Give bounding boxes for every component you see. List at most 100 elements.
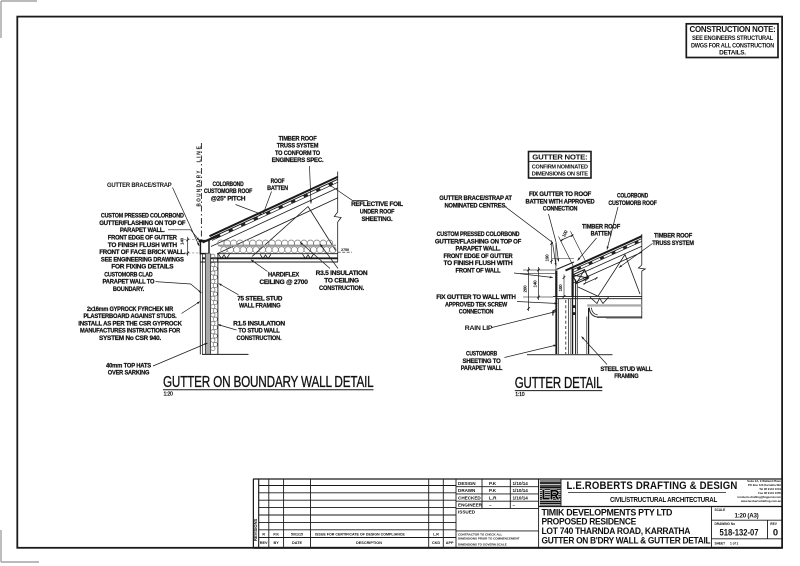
svg-text:GUTTER BRACE/STRAP: GUTTER BRACE/STRAP — [107, 182, 172, 189]
svg-text:GUTTER BRACE/STRAP AT: GUTTER BRACE/STRAP AT — [439, 195, 512, 202]
svg-text:TO FINISH FLUSH WITH: TO FINISH FLUSH WITH — [108, 242, 177, 249]
svg-text:TO CEILING: TO CEILING — [324, 278, 359, 285]
svg-text:GUTTER ON B'DRY WALL & GUTTER: GUTTER ON B'DRY WALL & GUTTER DETAIL — [542, 536, 712, 546]
svg-text:CEILING @ 2700: CEILING @ 2700 — [259, 279, 308, 286]
svg-text:TIMBER ROOF: TIMBER ROOF — [654, 233, 692, 240]
svg-text:R: R — [550, 487, 560, 503]
svg-text:BATTEN: BATTEN — [267, 185, 288, 192]
svg-text:CONTRACTOR TO CHECK ALL: CONTRACTOR TO CHECK ALL — [458, 533, 502, 537]
svg-text:PARAPET WALL.: PARAPET WALL. — [120, 227, 165, 234]
svg-text:200: 200 — [523, 285, 528, 293]
svg-text:L.R: L.R — [433, 532, 439, 536]
svg-text:BATTEN: BATTEN — [591, 231, 612, 238]
svg-text:DWGS FOR ALL CONSTRUCTION: DWGS FOR ALL CONSTRUCTION — [691, 43, 775, 50]
svg-text:SEE ENGINEERS STRUCTURAL: SEE ENGINEERS STRUCTURAL — [692, 35, 773, 42]
svg-text:CUSTOMORB: CUSTOMORB — [466, 351, 497, 358]
svg-text:DATE: DATE — [292, 541, 303, 545]
svg-text:FRONT OF FACE BRICK WALL.: FRONT OF FACE BRICK WALL. — [99, 249, 186, 256]
svg-text:REV: REV — [770, 522, 777, 526]
svg-text:100: 100 — [558, 284, 563, 292]
svg-text:FIX GUTTER TO WALL WITH: FIX GUTTER TO WALL WITH — [436, 294, 516, 301]
svg-text:140: 140 — [179, 237, 184, 245]
svg-text:ENGINEER: ENGINEER — [458, 503, 483, 508]
svg-text:140: 140 — [533, 280, 538, 288]
svg-text:FRONT OF WALL: FRONT OF WALL — [456, 268, 501, 275]
svg-text:RAIN LIP: RAIN LIP — [465, 325, 493, 332]
svg-text:P.K: P.K — [273, 532, 279, 536]
svg-text:FRAMING: FRAMING — [614, 373, 638, 380]
svg-text:@25° PITCH: @25° PITCH — [211, 194, 246, 202]
svg-text:CONFIRM NOMINATED: CONFIRM NOMINATED — [532, 164, 588, 170]
svg-text:–: – — [489, 503, 492, 508]
svg-text:TIMBER ROOF: TIMBER ROOF — [279, 135, 317, 142]
svg-text:CKD: CKD — [432, 541, 440, 545]
svg-text:CONSTRUCTION.: CONSTRUCTION. — [319, 285, 364, 292]
svg-text:40mm TOP HATS: 40mm TOP HATS — [106, 362, 152, 369]
svg-text:Tel 08 9144 1044: Tel 08 9144 1044 — [759, 487, 781, 491]
svg-text:CONNECTION: CONNECTION — [459, 309, 494, 316]
svg-text:DESIGN: DESIGN — [458, 481, 476, 486]
svg-text:WALL FRAMING: WALL FRAMING — [239, 303, 280, 310]
svg-text:PARAPET WALL TO: PARAPET WALL TO — [103, 279, 155, 286]
svg-text:leroberts.drafting@bigpond.com: leroberts.drafting@bigpond.com — [738, 495, 782, 499]
svg-text:1:20 (A3): 1:20 (A3) — [735, 512, 759, 519]
svg-text:–: – — [513, 503, 516, 508]
svg-text:TO CONFORM TO: TO CONFORM TO — [275, 150, 320, 157]
svg-text:PROPOSED RESIDENCE: PROPOSED RESIDENCE — [542, 517, 637, 527]
svg-text:0: 0 — [773, 527, 778, 538]
svg-text:SHEETING TO: SHEETING TO — [463, 358, 501, 365]
svg-text:APP: APP — [446, 541, 454, 545]
svg-text:2x16mm GYPROCK FYRCHEK MR: 2x16mm GYPROCK FYRCHEK MR — [87, 306, 173, 313]
svg-text:1:20: 1:20 — [164, 391, 173, 397]
svg-text:TRUSS SYSTEM: TRUSS SYSTEM — [652, 240, 694, 247]
svg-text:R1.5 INSULATION: R1.5 INSULATION — [233, 320, 285, 327]
svg-text:REV: REV — [260, 541, 268, 545]
svg-text:R3.5 INSULATION: R3.5 INSULATION — [316, 270, 368, 277]
svg-text:FOR FIXING DETAILS: FOR FIXING DETAILS — [111, 264, 174, 271]
svg-text:P.K: P.K — [489, 481, 497, 486]
svg-text:DRAWN: DRAWN — [458, 488, 476, 493]
svg-text:TRUSS SYSTEM: TRUSS SYSTEM — [277, 143, 319, 150]
svg-text:GUTTER/FLASHING ON TOP OF: GUTTER/FLASHING ON TOP OF — [99, 220, 185, 227]
svg-text:SHEETING.: SHEETING. — [361, 216, 392, 223]
svg-text:PO Box 123 Karratha WA: PO Box 123 Karratha WA — [748, 483, 781, 487]
svg-text:ISSUED: ISSUED — [458, 509, 476, 514]
svg-text:BATTEN WITH APPROVED: BATTEN WITH APPROVED — [526, 198, 595, 205]
svg-text:DESCRIPTION: DESCRIPTION — [356, 541, 382, 545]
svg-text:NOMINATED CENTRES.: NOMINATED CENTRES. — [444, 202, 506, 209]
svg-text:ENGINEERS SPEC.: ENGINEERS SPEC. — [272, 157, 324, 164]
svg-text:PARAPET WALL.: PARAPET WALL. — [456, 246, 501, 253]
svg-text:CUSTOMORB ROOF: CUSTOMORB ROOF — [204, 188, 252, 195]
svg-text:1 of 1: 1 of 1 — [730, 542, 739, 546]
svg-text:CONSTRUCTION.: CONSTRUCTION. — [237, 335, 282, 342]
svg-text:UNDER ROOF: UNDER ROOF — [360, 209, 395, 216]
svg-text:DETAILS.: DETAILS. — [719, 50, 746, 57]
svg-text:CUSTOMORB CLAD: CUSTOMORB CLAD — [104, 271, 153, 278]
svg-text:CUSTOMORB ROOF: CUSTOMORB ROOF — [608, 200, 656, 207]
svg-text:150: 150 — [582, 274, 591, 283]
svg-text:1/10/14: 1/10/14 — [513, 495, 529, 500]
svg-text:COLORBOND: COLORBOND — [212, 181, 243, 188]
svg-text:GUTTER ON BOUNDARY WALL DETAIL: GUTTER ON BOUNDARY WALL DETAIL — [163, 374, 374, 391]
svg-text:L: L — [542, 487, 551, 503]
svg-text:518-132-07: 518-132-07 — [720, 527, 759, 538]
svg-text:R: R — [262, 532, 265, 536]
svg-text:INSTALL AS PER THE CSR GYPROCK: INSTALL AS PER THE CSR GYPROCK — [78, 320, 182, 327]
svg-text:APPROVED TEK SCREW: APPROVED TEK SCREW — [445, 301, 508, 308]
svg-text:75 STEEL STUD: 75 STEEL STUD — [237, 295, 282, 302]
svg-text:190: 190 — [544, 254, 549, 262]
svg-text:SCALE: SCALE — [715, 508, 726, 512]
svg-text:L I N E: L I N E — [196, 145, 202, 162]
svg-text:B O U N D A R Y: B O U N D A R Y — [196, 170, 202, 207]
svg-text:CONNECTION: CONNECTION — [543, 206, 578, 213]
svg-text:5/01/15: 5/01/15 — [291, 532, 303, 536]
svg-text:GUTTER/FLASHING ON TOP OF: GUTTER/FLASHING ON TOP OF — [435, 238, 521, 245]
svg-text:CUSTOM PRESSED COLORBOND: CUSTOM PRESSED COLORBOND — [101, 213, 184, 220]
svg-text:DRAWING No: DRAWING No — [715, 522, 736, 526]
svg-text:TIMBER ROOF: TIMBER ROOF — [582, 223, 620, 230]
svg-text:SEE ENGINEERING DRAWINGS: SEE ENGINEERING DRAWINGS — [101, 256, 184, 263]
svg-text:COLORBOND: COLORBOND — [617, 193, 648, 200]
svg-text:ROOF: ROOF — [271, 178, 285, 185]
svg-text:GUTTER NOTE:: GUTTER NOTE: — [532, 154, 587, 161]
svg-text:PARAPET WALL: PARAPET WALL — [461, 365, 502, 372]
